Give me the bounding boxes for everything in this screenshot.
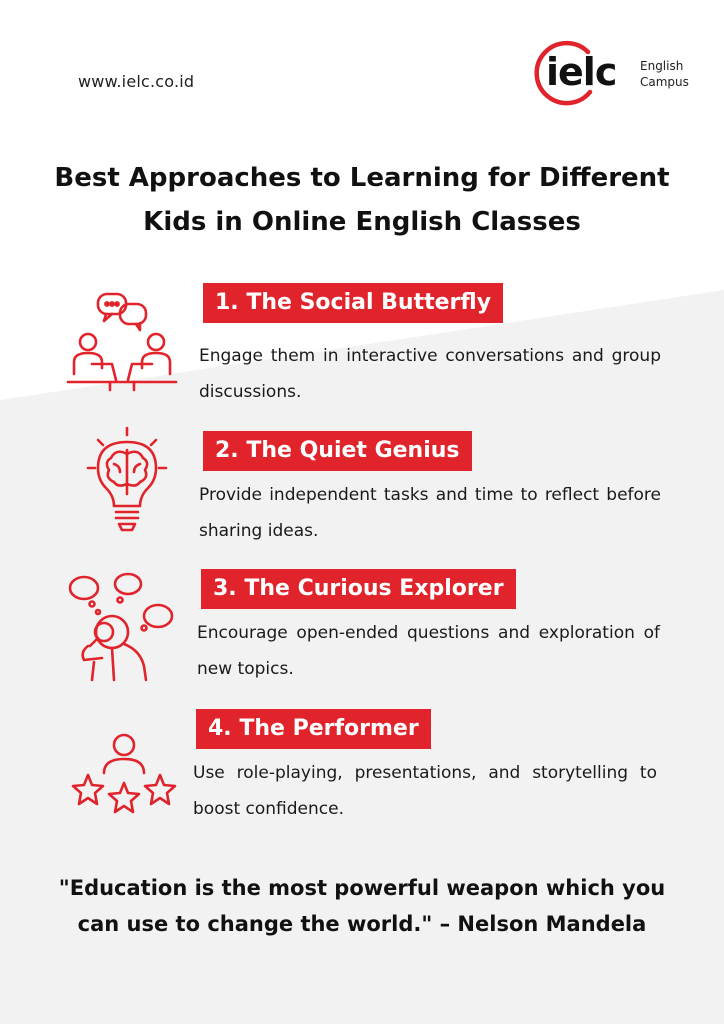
page-title: Best Approaches to Learning for Differen…	[54, 163, 670, 237]
approach-heading-2: 2. The Quiet Genius	[203, 431, 472, 471]
approach-description-3: Encourage open-ended questions and explo…	[197, 623, 660, 679]
approach-description-4: Use role-playing, presentations, and sto…	[193, 763, 657, 819]
approach-heading-4: 4. The Performer	[196, 709, 431, 749]
logo-ring-icon	[534, 40, 593, 106]
nelson-mandela-quote: "Education is the most powerful weapon w…	[58, 876, 666, 936]
star-performer-icon	[70, 731, 178, 817]
discussion-icon	[64, 290, 180, 392]
approach-description-1: Engage them in interactive conversations…	[199, 346, 661, 402]
website-url[interactable]: www.ielc.co.id	[78, 72, 195, 91]
logo-wordmark: ielc	[546, 50, 617, 94]
brain-bulb-icon	[84, 426, 170, 534]
thinking-magnifier-icon	[62, 570, 180, 682]
ielc-logo: ielc English Campus	[532, 38, 702, 114]
logo-subtitle: English Campus	[640, 59, 689, 89]
approach-heading-1: 1. The Social Butterfly	[203, 283, 504, 323]
approach-description-2: Provide independent tasks and time to re…	[199, 485, 661, 541]
approach-heading-3: 3. The Curious Explorer	[201, 569, 516, 609]
